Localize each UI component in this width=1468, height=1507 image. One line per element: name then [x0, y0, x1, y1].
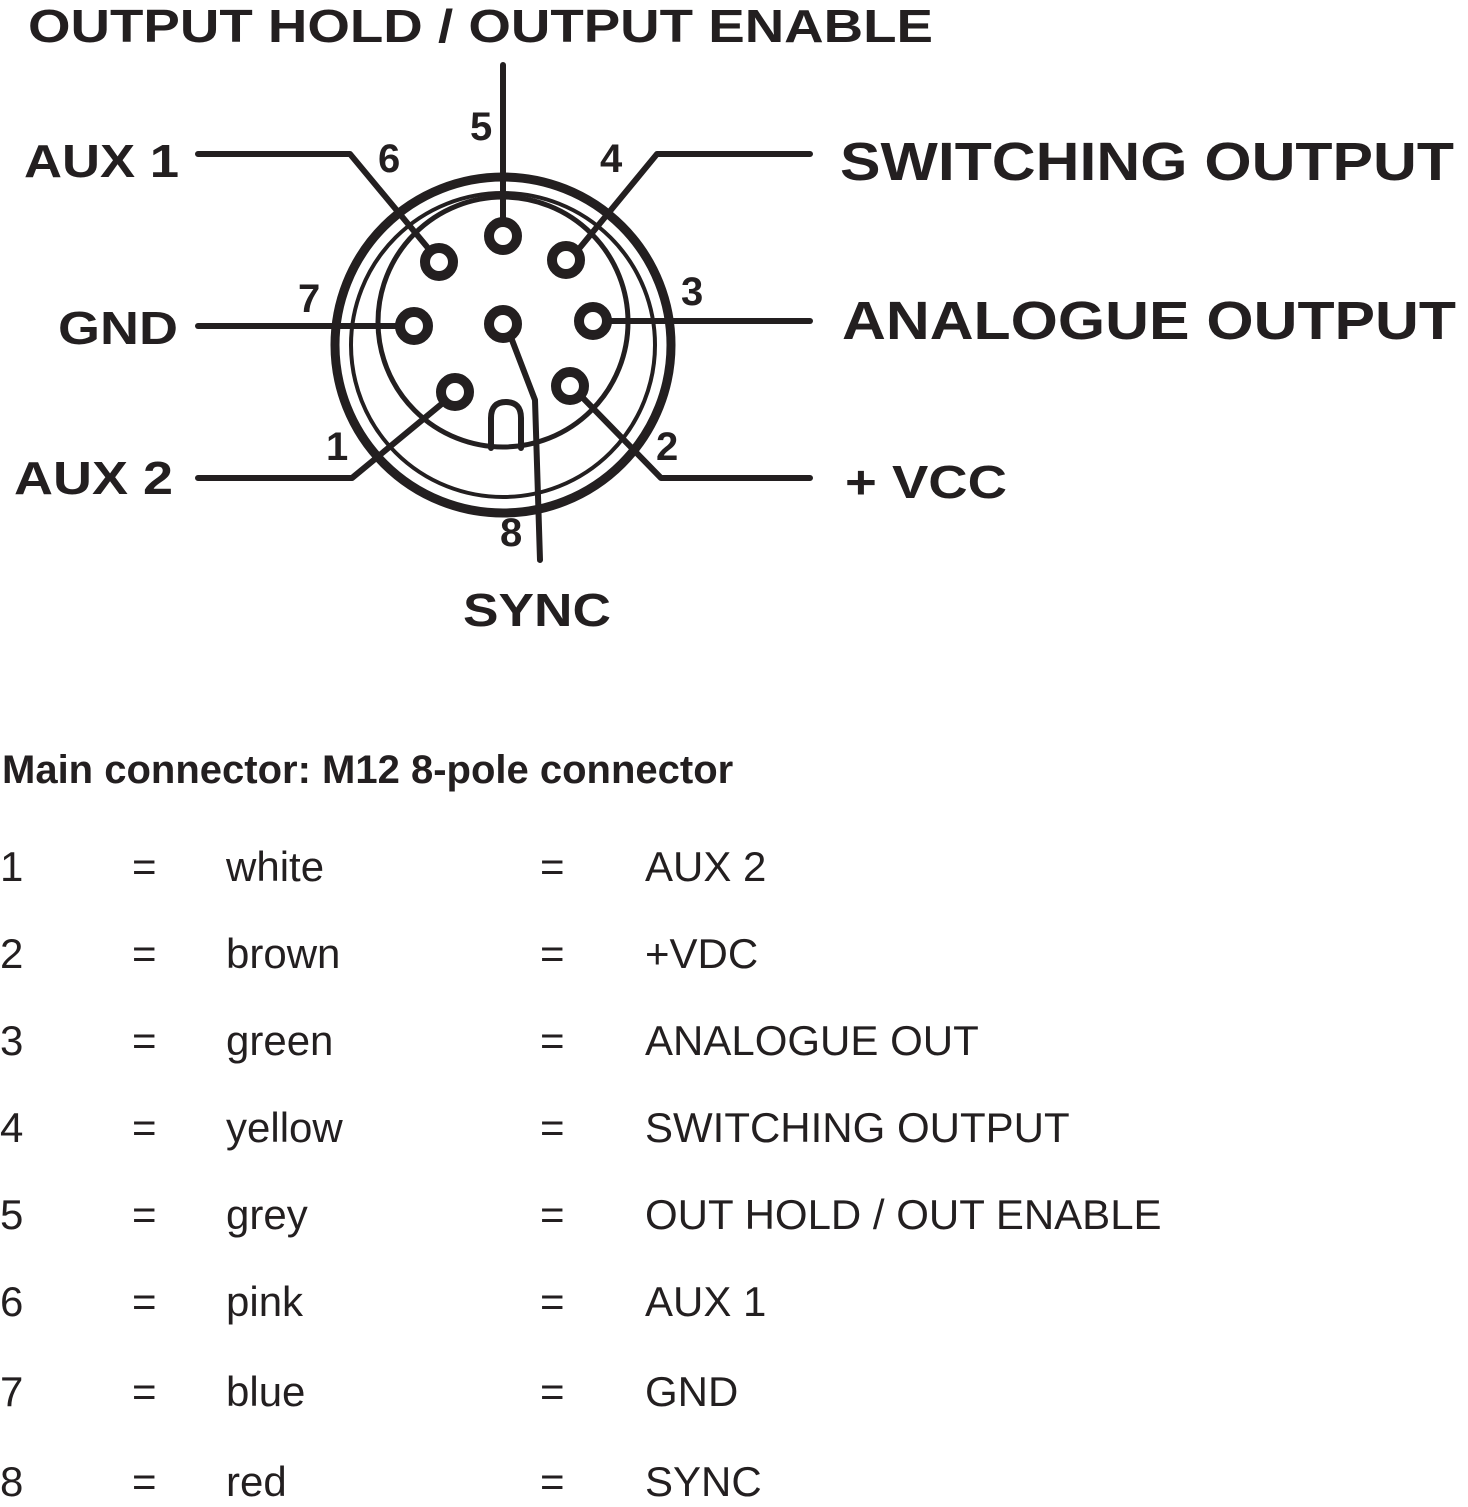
pin-number: 5 [0, 1191, 24, 1238]
pin-1-contact [436, 373, 474, 411]
coding-key [488, 399, 524, 451]
equals-sign: = [540, 1368, 565, 1415]
pin-number: 6 [0, 1278, 24, 1325]
pin-3-contact [574, 302, 612, 340]
label-switching-output: SWITCHING OUTPUT [840, 132, 1454, 192]
signal-name: AUX 1 [645, 1278, 767, 1325]
pin-2-contact [551, 367, 589, 405]
pin-number-4: 4 [600, 137, 623, 181]
wire-pin-4 [575, 151, 813, 253]
pin-number-2: 2 [656, 425, 678, 469]
equals-sign: = [540, 1458, 565, 1505]
wire-color: grey [226, 1191, 308, 1238]
wire-pin-2 [580, 395, 813, 481]
equals-sign: = [132, 1191, 157, 1238]
pin-number-8: 8 [500, 511, 522, 555]
pin-center-contact [484, 305, 522, 343]
signal-name: GND [645, 1368, 739, 1415]
equals-sign: = [540, 1017, 565, 1064]
wire-pin-8 [509, 337, 543, 563]
signal-name: SWITCHING OUTPUT [645, 1104, 1070, 1151]
signal-name: +VDC [645, 930, 759, 977]
equals-sign: = [540, 930, 565, 977]
pin-number-1: 1 [326, 425, 348, 469]
equals-sign: = [132, 1017, 157, 1064]
pin-5-contact [484, 217, 522, 255]
pin-number: 3 [0, 1017, 24, 1064]
wire-color: green [226, 1017, 334, 1064]
wire-color: red [226, 1458, 287, 1505]
wire-color: yellow [226, 1104, 343, 1151]
wire-color: white [226, 843, 325, 890]
m12-connector-diagram: 5 6 4 7 3 1 2 8 OUTPUT HOLD / OUTPUT ENA… [14, 0, 1456, 636]
label-gnd: GND [58, 302, 178, 354]
pin-number-3: 3 [681, 270, 703, 314]
equals-sign: = [540, 843, 565, 890]
connector-table-heading: Main connector: M12 8-pole connector [2, 748, 734, 792]
pin-number: 1 [0, 843, 24, 890]
equals-sign: = [132, 1368, 157, 1415]
pin-4-contact [547, 241, 585, 279]
signal-name: ANALOGUE OUT [645, 1017, 979, 1064]
equals-sign: = [132, 843, 157, 890]
equals-sign: = [132, 1104, 157, 1151]
signal-name: AUX 2 [645, 843, 767, 890]
equals-sign: = [132, 930, 157, 977]
equals-sign: = [540, 1191, 565, 1238]
equals-sign: = [132, 1458, 157, 1505]
wire-pin-1 [195, 399, 447, 481]
signal-name: OUT HOLD / OUT ENABLE [645, 1191, 1162, 1238]
pin-number: 2 [0, 930, 24, 977]
pin-6-contact [420, 243, 458, 281]
equals-sign: = [540, 1278, 565, 1325]
wire-color: blue [226, 1368, 306, 1415]
pin-number-7: 7 [298, 277, 320, 321]
wire-pin-6 [195, 151, 431, 251]
pin-number: 8 [0, 1458, 24, 1505]
pin-number: 4 [0, 1104, 24, 1151]
label-analogue-output: ANALOGUE OUTPUT [842, 291, 1456, 351]
signal-name: SYNC [645, 1458, 762, 1505]
label-aux-1: AUX 1 [24, 135, 179, 187]
label-output-hold-enable: OUTPUT HOLD / OUTPUT ENABLE [28, 0, 933, 52]
pin-number: 7 [0, 1368, 24, 1415]
pin-7-contact [395, 307, 433, 345]
equals-sign: = [540, 1104, 565, 1151]
equals-sign: = [132, 1278, 157, 1325]
label-vcc: + VCC [845, 456, 1007, 508]
label-sync: SYNC [463, 584, 611, 636]
wire-color: brown [226, 930, 341, 977]
label-aux-2: AUX 2 [14, 452, 173, 504]
wire-color: pink [226, 1278, 304, 1325]
pin-number-5: 5 [470, 105, 492, 149]
pin-number-6: 6 [378, 137, 400, 181]
